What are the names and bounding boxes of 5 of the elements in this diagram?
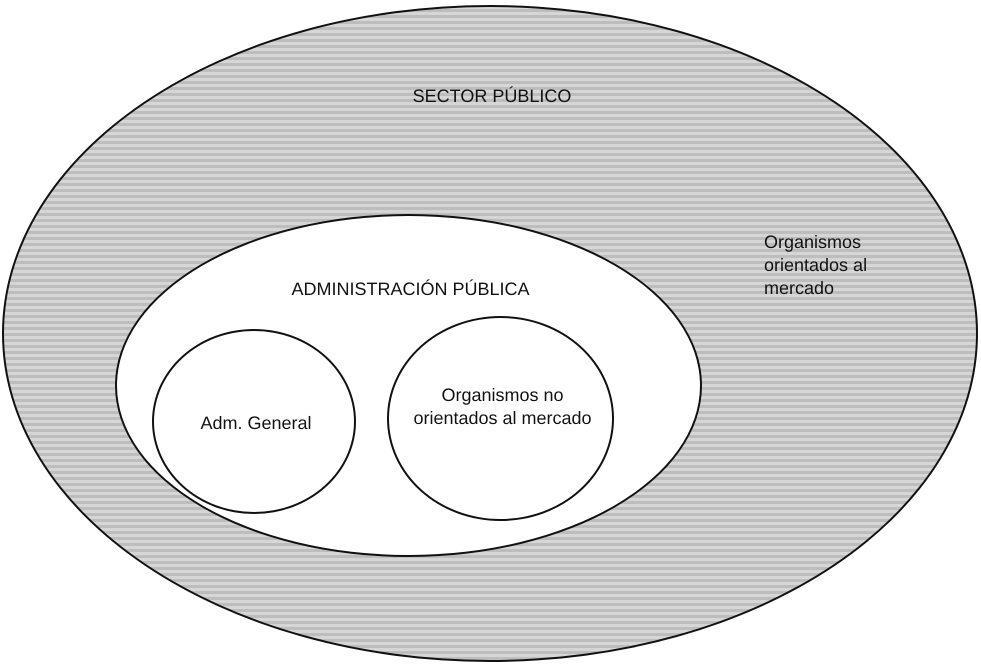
region-label: Organismos orientados al mercado — [764, 231, 868, 300]
set-title: ADMINISTRACIÓN PÚBLICA — [290, 278, 531, 301]
set-title: SECTOR PÚBLICO — [412, 85, 572, 108]
subset-label: Adm. General — [199, 412, 313, 435]
subset-label: Organismos no orientados al mercado — [412, 384, 593, 430]
